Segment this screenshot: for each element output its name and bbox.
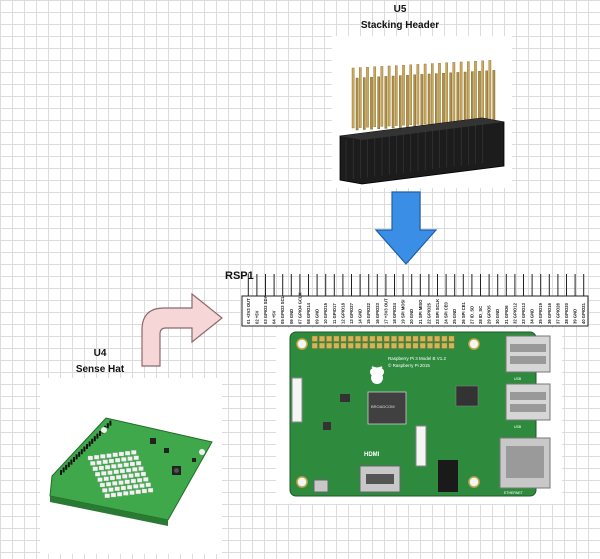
blue-down-arrow [374, 191, 438, 265]
board-model-text: Raspberry Pi 3 Model B V1.2 [388, 356, 447, 361]
hdmi-text: HDMI [364, 452, 380, 458]
pin-label: 19 SPI MOSI [401, 300, 406, 324]
pin-label: 22 GPIO25 [426, 302, 431, 324]
pin-label: 17 +3V3 OUT [383, 298, 388, 324]
pin-label: 32 GPIO12 [512, 302, 517, 324]
pin-label: 37 GPIO26 [555, 302, 560, 324]
pin-label: 33 GPIO13 [521, 302, 526, 324]
pin-label: 27 ID_SD [469, 306, 474, 324]
pin-label: 40 GPIO21 [581, 302, 586, 324]
sense-hat-image [49, 417, 213, 526]
pin-label: 12 GPIO18 [340, 302, 345, 324]
pin-label: 34 GND [530, 309, 535, 324]
pin-label: 09 GND [315, 309, 320, 324]
pin-label: 10 GPIO15 [323, 302, 328, 324]
pin-label: 21 SPI MISO [418, 299, 423, 324]
pin-label: 24 SPI CE0 [444, 301, 449, 324]
u5-ref-label: U5 [393, 4, 407, 15]
pin-label: 28 ID_SC [478, 306, 483, 324]
pin-label: 25 GND [452, 309, 457, 324]
u4-ref-label: U4 [93, 348, 107, 359]
pin-label: 02 +5V [254, 310, 259, 324]
pink-curved-arrow [141, 292, 223, 367]
pin-label: 03 GPIO2 SDA [263, 295, 268, 324]
u4-name-label: Sense Hat [75, 364, 125, 375]
pin-label: 31 GPIO6 [504, 305, 509, 324]
usb2-text: USB [514, 425, 522, 429]
pin-label: 20 GND [409, 309, 414, 324]
pin-label: 13 GPIO27 [349, 302, 354, 324]
u5-name-label: Stacking Header [360, 20, 440, 31]
rsp1-ref-label: RSP1 [225, 270, 254, 282]
pin-label: 08 GPIO14 [306, 302, 311, 324]
raspberry-pi-board: Raspberry Pi 3 Model B V1.2 © Raspberry … [289, 331, 551, 497]
pin-label: 29 GPIO5 [487, 305, 492, 324]
pin-label: 04 +5V [272, 310, 277, 324]
pin-label: 38 GPIO20 [564, 302, 569, 324]
pin-label: 07 GPIO4 GCLK [297, 292, 302, 324]
usb1-text: USB [514, 377, 522, 381]
pin-label: 14 GND [358, 309, 363, 324]
pin-label: 23 SPI SCLK [435, 299, 440, 324]
board-copyright-text: © Raspberry Pi 2015 [388, 362, 430, 368]
stacking-header-image [339, 60, 505, 185]
pin-label: 16 GPIO23 [375, 302, 380, 324]
pin-label: 36 GPIO16 [547, 302, 552, 324]
pin-label: 39 GND [573, 309, 578, 324]
pin-label: 15 GPIO22 [366, 302, 371, 324]
pin-label: 26 SPI CE1 [461, 301, 466, 324]
pin-label: 06 GND [289, 309, 294, 324]
pin-label: 35 GPIO19 [538, 302, 543, 324]
ethernet-text: ETHERNET [504, 491, 524, 495]
pin-label: 30 GND [495, 309, 500, 324]
pin-label: 05 GPIO3 SCL [280, 295, 285, 324]
raspberry-logo-icon [370, 366, 384, 384]
pin-label: 11 GPIO17 [332, 303, 337, 324]
soc-text: BROADCOM [371, 404, 395, 409]
pin-label: 01 +3V3 OUT [246, 298, 251, 324]
pin-label: 18 GPIO24 [392, 302, 397, 324]
